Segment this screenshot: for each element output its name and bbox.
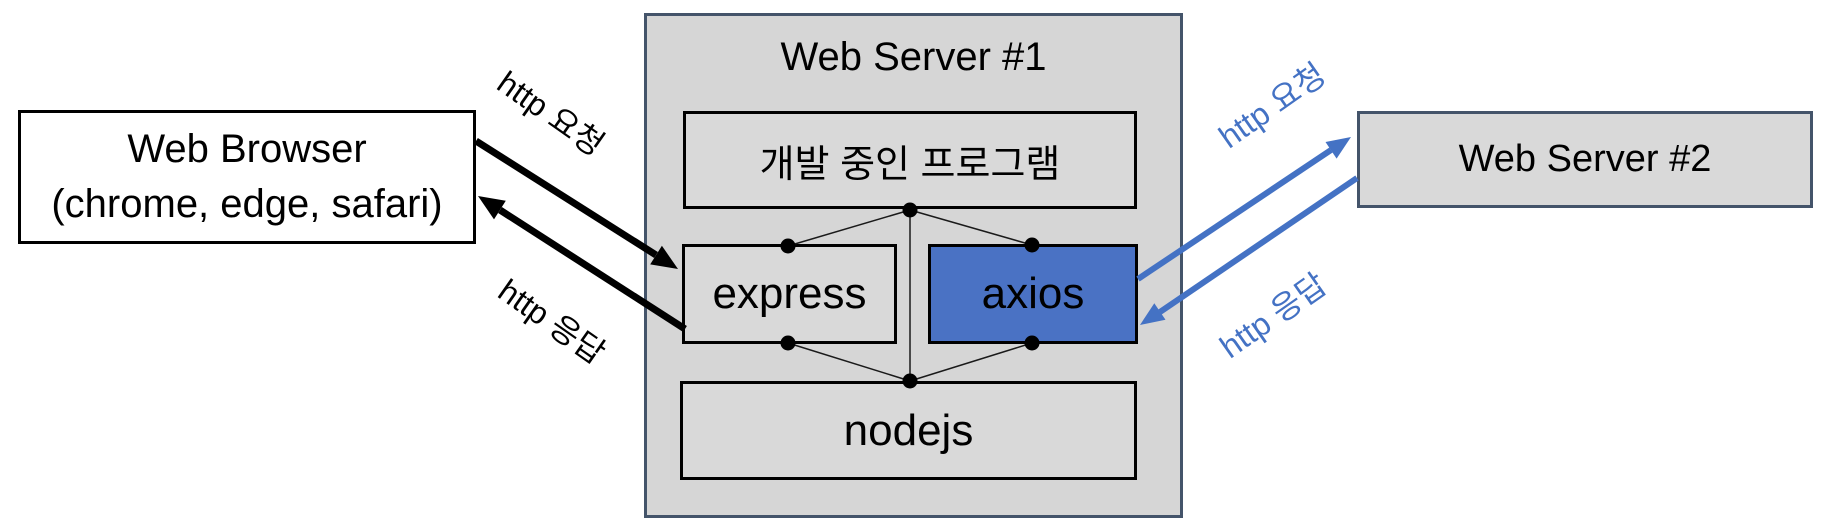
web-server-1-title: Web Server #1 <box>780 34 1047 79</box>
dev-program-node: 개발 중인 프로그램 <box>683 111 1137 209</box>
http-response-label-browser: http 응답 <box>491 272 612 372</box>
http-request-label-server2: http 요청 <box>1212 56 1333 156</box>
http-request-label-browser: http 요청 <box>490 64 611 164</box>
nodejs-node: nodejs <box>680 381 1137 480</box>
express-node: express <box>682 244 897 344</box>
axios-node: axios <box>928 244 1138 344</box>
web-server-2-node: Web Server #2 <box>1357 111 1813 208</box>
web-browser-node: Web Browser (chrome, edge, safari) <box>18 110 476 244</box>
web-browser-title: Web Browser <box>127 127 367 171</box>
http-response-label-server2: http 응답 <box>1213 266 1334 366</box>
web-browser-subtitle: (chrome, edge, safari) <box>51 182 443 226</box>
